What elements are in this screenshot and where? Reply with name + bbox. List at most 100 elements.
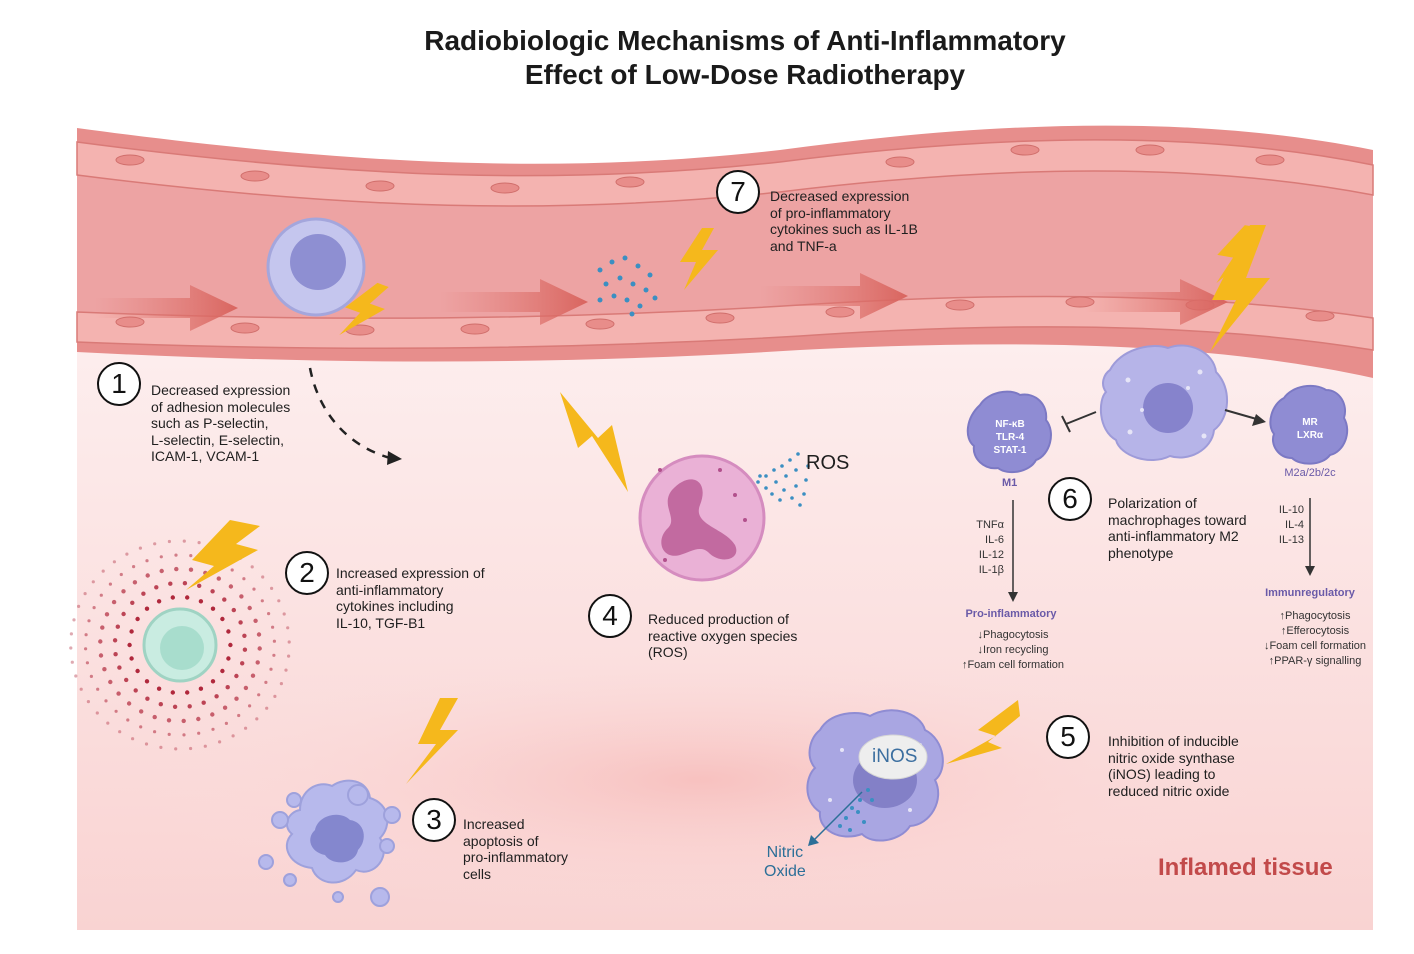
cytokine-dot [111,599,117,605]
cytokine-dot [145,573,150,578]
m1-cytokine: IL-1β [978,564,1004,576]
m2-marker: LXRα [1296,430,1324,441]
m1-marker: STAT-1 [993,445,1027,456]
cytokine-dot [102,667,107,672]
m1-effects: ↓Phagocytosis ↓Iron recycling ↑Foam cell… [950,628,1076,673]
lightning-bolt-icon [560,392,628,492]
cytokine-dot [84,633,88,637]
m2-category: Immunregulatory [1265,587,1355,599]
cytokine-dot [127,642,132,648]
m1-effect: ↓Phagocytosis [977,629,1049,641]
cytokine-dot [264,680,268,685]
cytokine-dot [145,696,150,701]
cytokine-dot [117,665,122,670]
cytokine-dot [282,612,286,616]
cytokine-dot [189,746,193,751]
m1-cytokines: TNFα IL-6 IL-12 IL-1β [970,518,1004,578]
cytokine-dot [153,542,157,546]
step-7-text: Decreased expression of pro-inflammatory… [770,188,918,254]
step-4-line: Reduced production of [648,611,789,627]
cytokine-dot [287,654,291,658]
cytokine-dot [98,653,104,658]
neutrophil-cell [638,454,766,582]
cytokine-dot [159,555,163,559]
cytokine-dot [156,599,162,604]
m2-macrophage [1269,384,1349,465]
cytokine-dot [101,569,105,573]
cytokine-dot [216,576,221,581]
cytokine-dot [272,653,276,657]
cytokine-dot [100,625,105,630]
step-number-1: 1 [97,362,141,406]
m1-label: M1 [1002,477,1018,489]
cytokine-dot [220,616,225,622]
m2-effect: ↓Foam cell formation [1263,640,1367,652]
step-3-line: pro-inflammatory [463,849,569,865]
m1-cytokine: IL-6 [985,534,1004,546]
cytokine-dot [243,685,249,691]
cytokine-dot [138,546,142,550]
cytokine-dot [270,586,274,591]
step-1-line: Decreased expression [151,382,291,398]
step-1-text: Decreased expression of adhesion molecul… [151,382,290,465]
cytokine-dot [267,612,271,616]
inflamed-tissue-label: Inflamed tissue [1158,854,1333,881]
step-5-line: Inhibition of inducible [1108,733,1239,749]
cytokine-dot [273,694,277,699]
step-2-text: Increased expression of anti-inflammator… [336,565,485,631]
cytokine-dot [279,682,283,686]
cytokine-dot [152,714,157,720]
step-5-text: Inhibition of inducible nitric oxide syn… [1108,733,1239,799]
m2-cytokine: IL-4 [1285,519,1304,531]
cytokine-dot [158,702,163,707]
leukocyte-cell [266,217,366,317]
m1-effect: ↑Foam cell formation [961,659,1065,671]
step-4-line: (ROS) [648,644,688,660]
lightning-bolt-icon [1210,225,1270,352]
m2-cytokines: IL-10 IL-4 IL-13 [1270,503,1304,548]
cytokine-dot [170,690,175,695]
cytokine-dot [255,717,259,721]
cytokine-dot [133,688,138,693]
cytokine-dot [156,686,162,691]
cytokine-dot [167,539,171,544]
nitric-oxide-line: Nitric [766,844,804,861]
m2-cytokine: IL-13 [1278,534,1304,546]
cytokine-dot [83,592,87,596]
cytokine-dot [89,674,93,679]
cytokine-dot [284,668,288,672]
cytokine-dot [198,599,204,604]
flow-arrow-icon [760,273,908,319]
cytokine-dot [197,541,201,545]
cytokine-dot [247,605,252,611]
cytokine-dot [214,694,219,699]
m2-effects: ↑Phagocytosis ↑Efferocytosis ↓Foam cell … [1248,609,1382,669]
cytokine-dot [108,679,113,685]
cytokine-dot [139,709,144,714]
m2-cytokine: IL-10 [1278,504,1304,516]
m1-effect: ↓Iron recycling [977,644,1049,656]
cytokine-dot [104,612,110,617]
step-6-line: phenotype [1108,544,1174,561]
cytokine-dot [257,693,261,697]
cytokine-dot [153,730,157,734]
cytokine-dot [113,652,118,657]
m1-marker: NF-κB [995,419,1025,430]
step-7-line: and TNF-a [770,237,837,254]
flow-arrow-icon [440,279,588,325]
cytokine-dot [181,718,186,724]
m1-marker: TLR-4 [995,432,1025,443]
inos-macrophage-cell [806,709,944,842]
cytokine-dot [210,606,216,611]
m2-markers: MR LXRα [1286,416,1334,442]
lymphocyte-cell [142,607,218,683]
step-3-text: Increased apoptosis of pro-inflammatory … [463,816,568,882]
step-1-line: ICAM-1, VCAM-1 [151,448,260,464]
cytokine-dot [132,580,138,585]
cytokine-dot [182,539,186,543]
m1-cytokine: TNFα [976,519,1004,531]
cytokine-dot [252,587,256,591]
cytokine-dot [74,674,78,678]
page-title: Radiobiologic Mechanisms of Anti-Inflamm… [300,24,1190,92]
cytokine-dot [188,567,194,572]
